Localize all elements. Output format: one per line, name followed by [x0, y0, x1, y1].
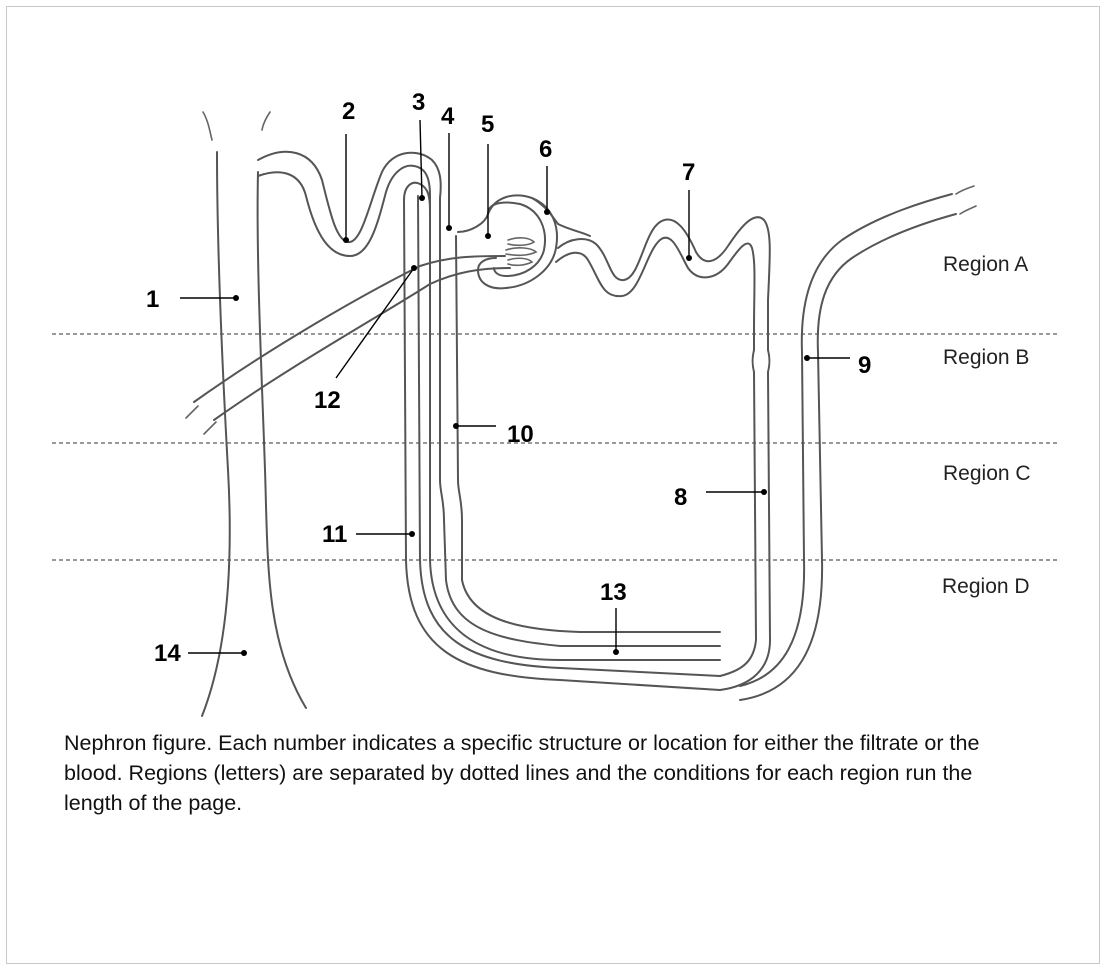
label-9: 9: [858, 352, 871, 379]
collecting-duct: [201, 111, 307, 717]
region-c-label: Region C: [943, 462, 1031, 485]
proximal-tubule: [555, 216, 771, 351]
label-4: 4: [441, 103, 455, 130]
label-12: 12: [314, 387, 341, 414]
label-3: 3: [412, 89, 425, 116]
region-b-label: Region B: [943, 346, 1029, 369]
descending-limb: [719, 185, 977, 701]
label-5: 5: [481, 111, 494, 138]
label-8: 8: [674, 484, 687, 511]
label-2: 2: [342, 98, 355, 125]
label-10: 10: [507, 421, 534, 448]
region-a-label: Region A: [943, 253, 1028, 276]
leader-lines: [180, 119, 850, 656]
ascending-limb: [403, 181, 721, 691]
connecting-tubule: [257, 150, 442, 257]
label-13: 13: [600, 579, 627, 606]
figure-frame: [6, 6, 1100, 964]
figure-caption: Nephron figure. Each number indicates a …: [64, 731, 980, 815]
afferent-arteriole: [185, 255, 511, 435]
label-1: 1: [146, 286, 159, 313]
label-11: 11: [322, 521, 347, 548]
label-7: 7: [682, 159, 695, 186]
label-14: 14: [154, 640, 181, 667]
label-6: 6: [539, 136, 552, 163]
region-d-label: Region D: [942, 575, 1030, 598]
